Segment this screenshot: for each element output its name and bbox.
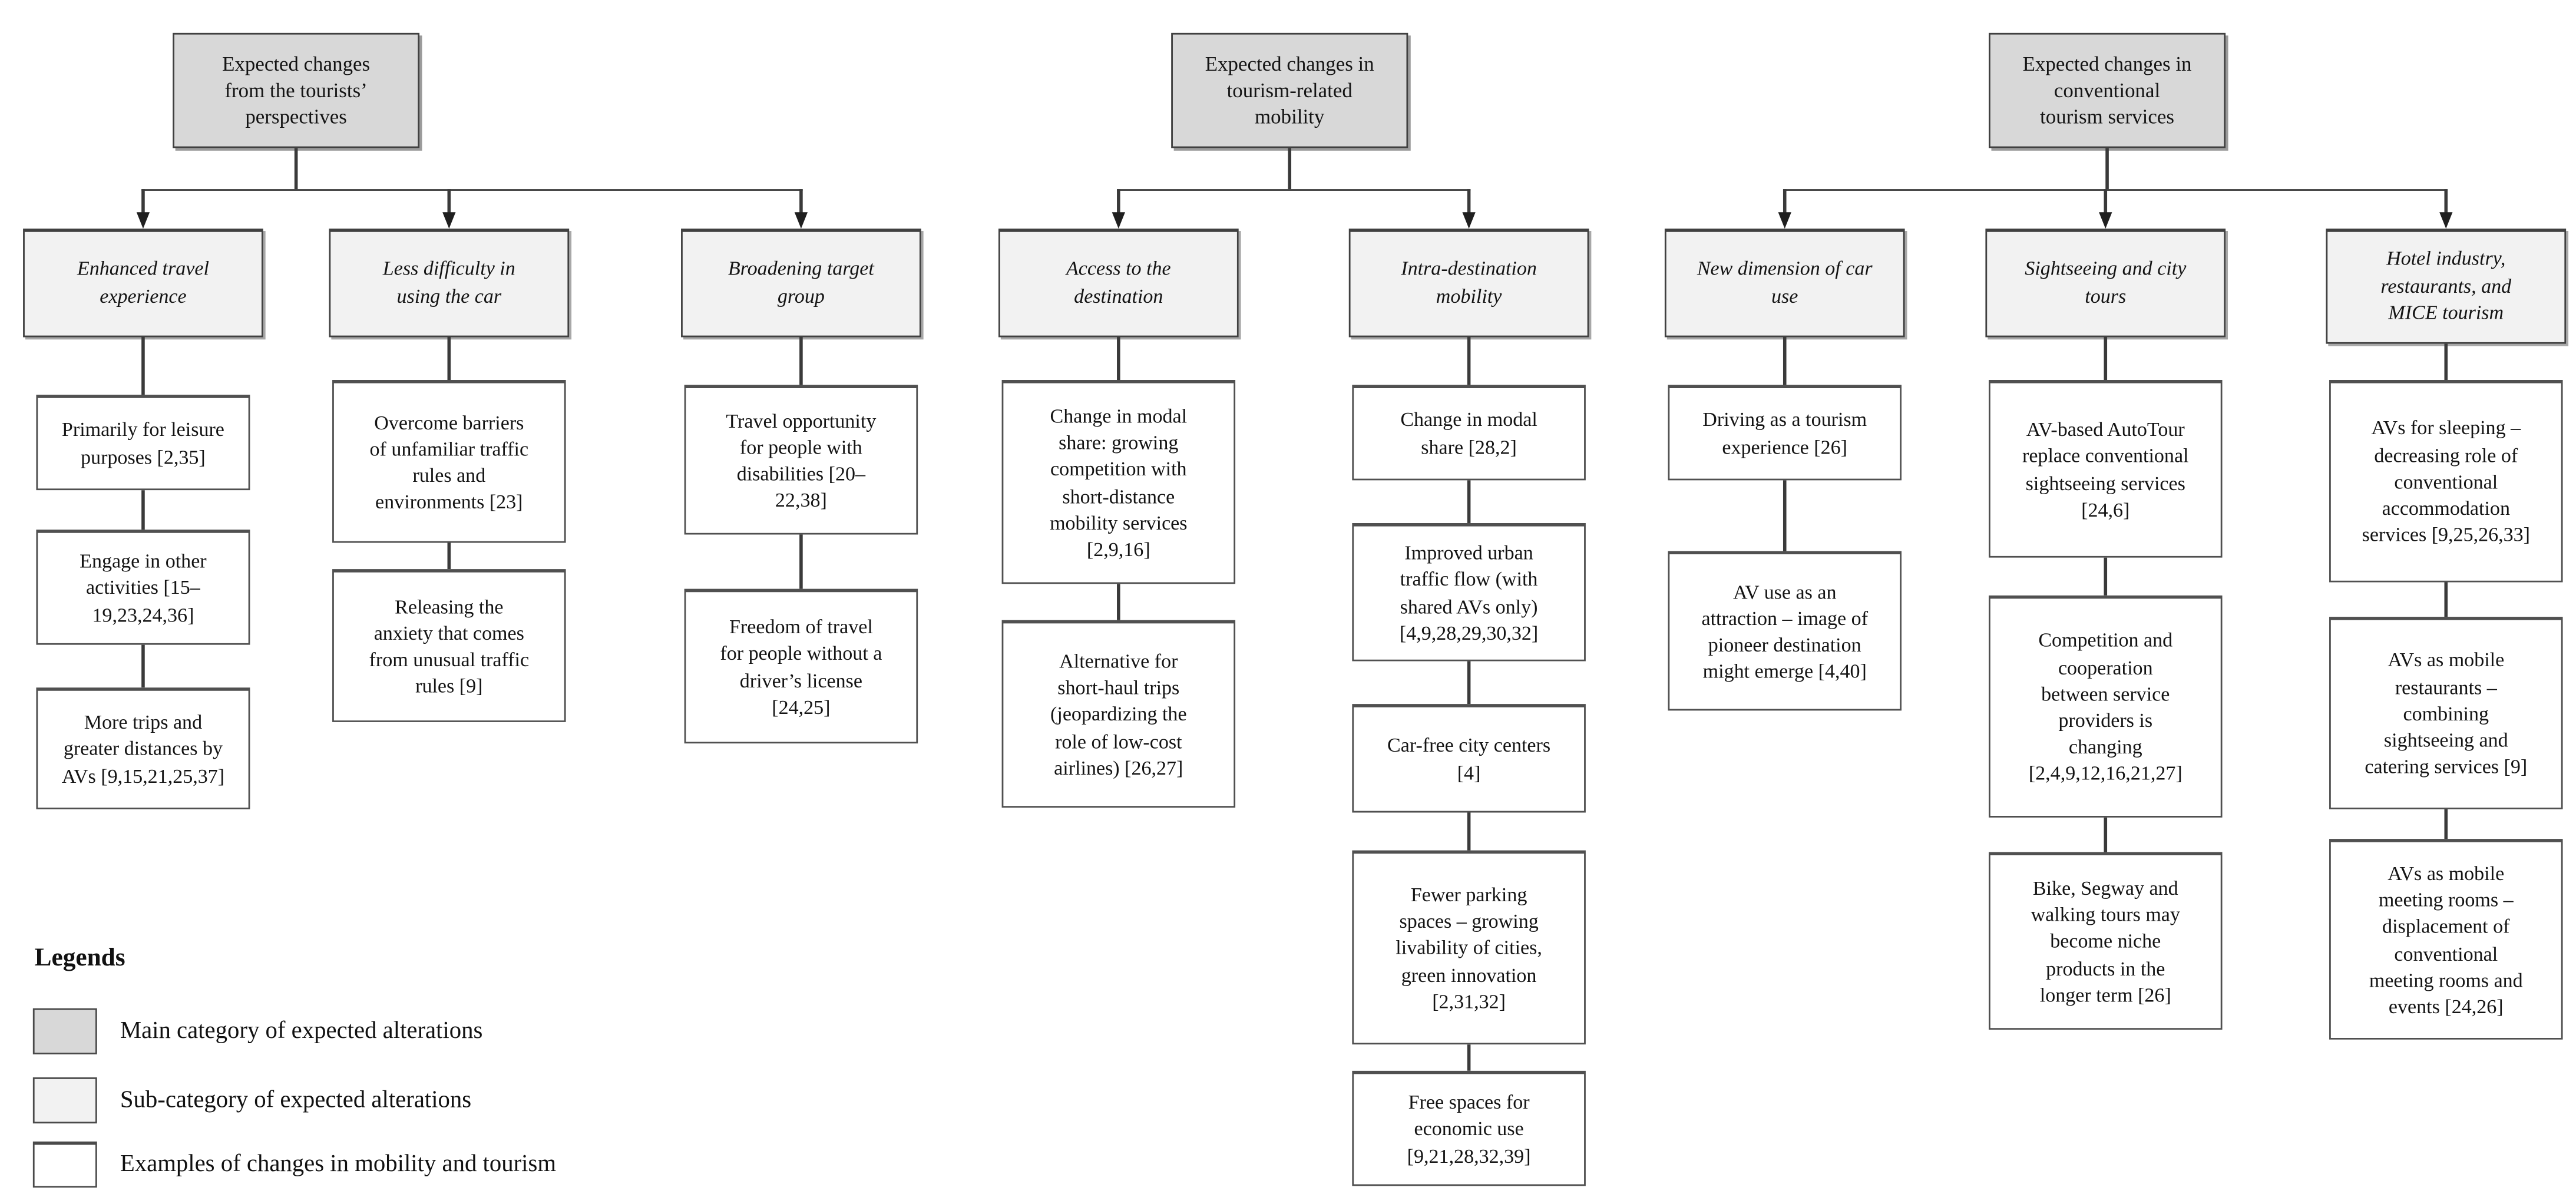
connector-line [2445,582,2448,617]
sub-category-box-hotel-restaurants-mice: Hotel industry, restaurants, and MICE to… [2326,227,2567,343]
connector-line [2104,188,2107,213]
connector-line [1117,336,1120,381]
connector-line [1117,584,1120,620]
arrowhead-down-icon [1111,212,1125,229]
arrowhead-down-icon [793,212,807,229]
sub-category-box-less-difficulty-using-car: Less difficulty in using the car [329,227,570,337]
connector-line [799,534,802,589]
example-box-avs-sleeping: AVs for sleeping – decreasing role of co… [2329,380,2563,583]
arrowhead-down-icon [135,212,149,229]
sub-category-box-enhanced-travel-experience: Enhanced travel experience [23,227,263,337]
arrowhead-down-icon [2438,212,2452,229]
legend-row: Sub-category of expected alterations [32,1077,472,1124]
sub-category-box-new-dimension-of-car-use: New dimension of car use [1664,227,1905,337]
sub-category-box-sightseeing-city-tours: Sightseeing and city tours [1985,227,2226,337]
connector-line [448,336,451,381]
example-box-driving-experience: Driving as a tourism experience [26] [1668,385,1902,481]
example-box-leisure-purposes: Primarily for leisure purposes [2,35] [36,395,250,491]
arrowhead-down-icon [441,212,455,229]
sub-category-box-broadening-target-group: Broadening target group [681,227,921,337]
connector-line [1117,188,1120,213]
connector-line [1783,188,1786,213]
connector-line [1467,661,1470,705]
example-box-no-drivers-license: Freedom of travel for people without a d… [684,588,918,744]
connector-line [448,543,451,570]
legend-label: Sub-category of expected alterations [120,1086,472,1113]
example-box-modal-share: Change in modal share [28,2] [1352,385,1586,481]
example-box-bike-segway: Bike, Segway and walking tours may becom… [1989,852,2223,1030]
connector-line [799,188,802,213]
connector-rail [141,188,802,191]
example-box-autotour: AV-based AutoTour replace conventional s… [1989,380,2223,558]
connector-line [295,148,297,188]
legend-label: Main category of expected alterations [120,1017,483,1044]
legend-swatch-example [32,1141,97,1188]
legend-swatch-sub-category [32,1077,97,1124]
legend-swatch-main-category [32,1008,97,1054]
legend-title: Legends [34,944,125,973]
legend-label: Examples of changes in mobility and tour… [120,1150,557,1177]
connector-line [2104,817,2107,852]
example-box-avs-restaurants: AVs as mobile restaurants – combining si… [2329,617,2563,809]
legend-row: Main category of expected alterations [32,1008,483,1054]
example-box-disabilities: Travel opportunity for people with disab… [684,385,918,535]
example-box-modal-share-competition: Change in modal share: growing competiti… [1001,380,1236,584]
connector-line [1467,188,1470,213]
connector-line [141,188,144,213]
example-box-free-spaces: Free spaces for economic use [9,21,28,32… [1352,1070,1586,1186]
connector-line [1467,480,1470,523]
example-box-engage-other-activities: Engage in other activities [15– 19,23,24… [36,530,250,645]
example-box-competition-cooperation: Competition and cooperation between serv… [1989,595,2223,818]
connector-line [2105,148,2108,188]
connector-line [1783,336,1786,385]
connector-line [2445,809,2448,839]
arrowhead-down-icon [1461,212,1475,229]
connector-line [141,336,144,395]
example-box-more-trips: More trips and greater distances by AVs … [36,687,250,809]
arrowhead-down-icon [1777,212,1791,229]
example-box-releasing-anxiety: Releasing the anxiety that comes from un… [332,569,566,722]
main-category-box-conventional-tourism-services: Expected changes in conventional tourism… [1989,32,2226,148]
main-category-box-tourism-related-mobility: Expected changes in tourism-related mobi… [1171,32,1408,148]
connector-line [2445,188,2448,213]
connector-line [141,490,144,530]
example-box-car-free-centers: Car-free city centers [4] [1352,704,1586,813]
example-box-av-attraction: AV use as an attraction – image of pione… [1668,551,1902,711]
sub-category-box-access-to-destination: Access to the destination [998,227,1239,337]
connector-rail [1783,188,2448,191]
example-box-avs-meeting-rooms: AVs as mobile meeting rooms – displaceme… [2329,839,2563,1040]
connector-line [2104,336,2107,381]
connector-line [1467,336,1470,385]
arrowhead-down-icon [2098,212,2112,229]
connector-line [1467,812,1470,851]
legend-row: Examples of changes in mobility and tour… [32,1141,557,1188]
example-box-improved-traffic-flow: Improved urban traffic flow (with shared… [1352,522,1586,662]
example-box-fewer-parking: Fewer parking spaces – growing livabilit… [1352,850,1586,1045]
example-box-overcome-barriers: Overcome barriers of unfamiliar traffic … [332,380,566,543]
connector-line [1467,1044,1470,1071]
connector-line [2104,557,2107,596]
connector-line [448,188,451,213]
connector-line [141,644,144,688]
connector-line [2445,343,2448,381]
connector-line [1288,148,1291,188]
sub-category-box-intra-destination-mobility: Intra-destination mobility [1348,227,1589,337]
connector-rail [1117,188,1470,191]
example-box-short-haul-alternative: Alternative for short-haul trips (jeopar… [1001,620,1236,808]
main-category-box-tourists-perspectives: Expected changes from the tourists’ pers… [173,32,420,148]
connector-line [799,336,802,385]
connector-line [1783,480,1786,551]
